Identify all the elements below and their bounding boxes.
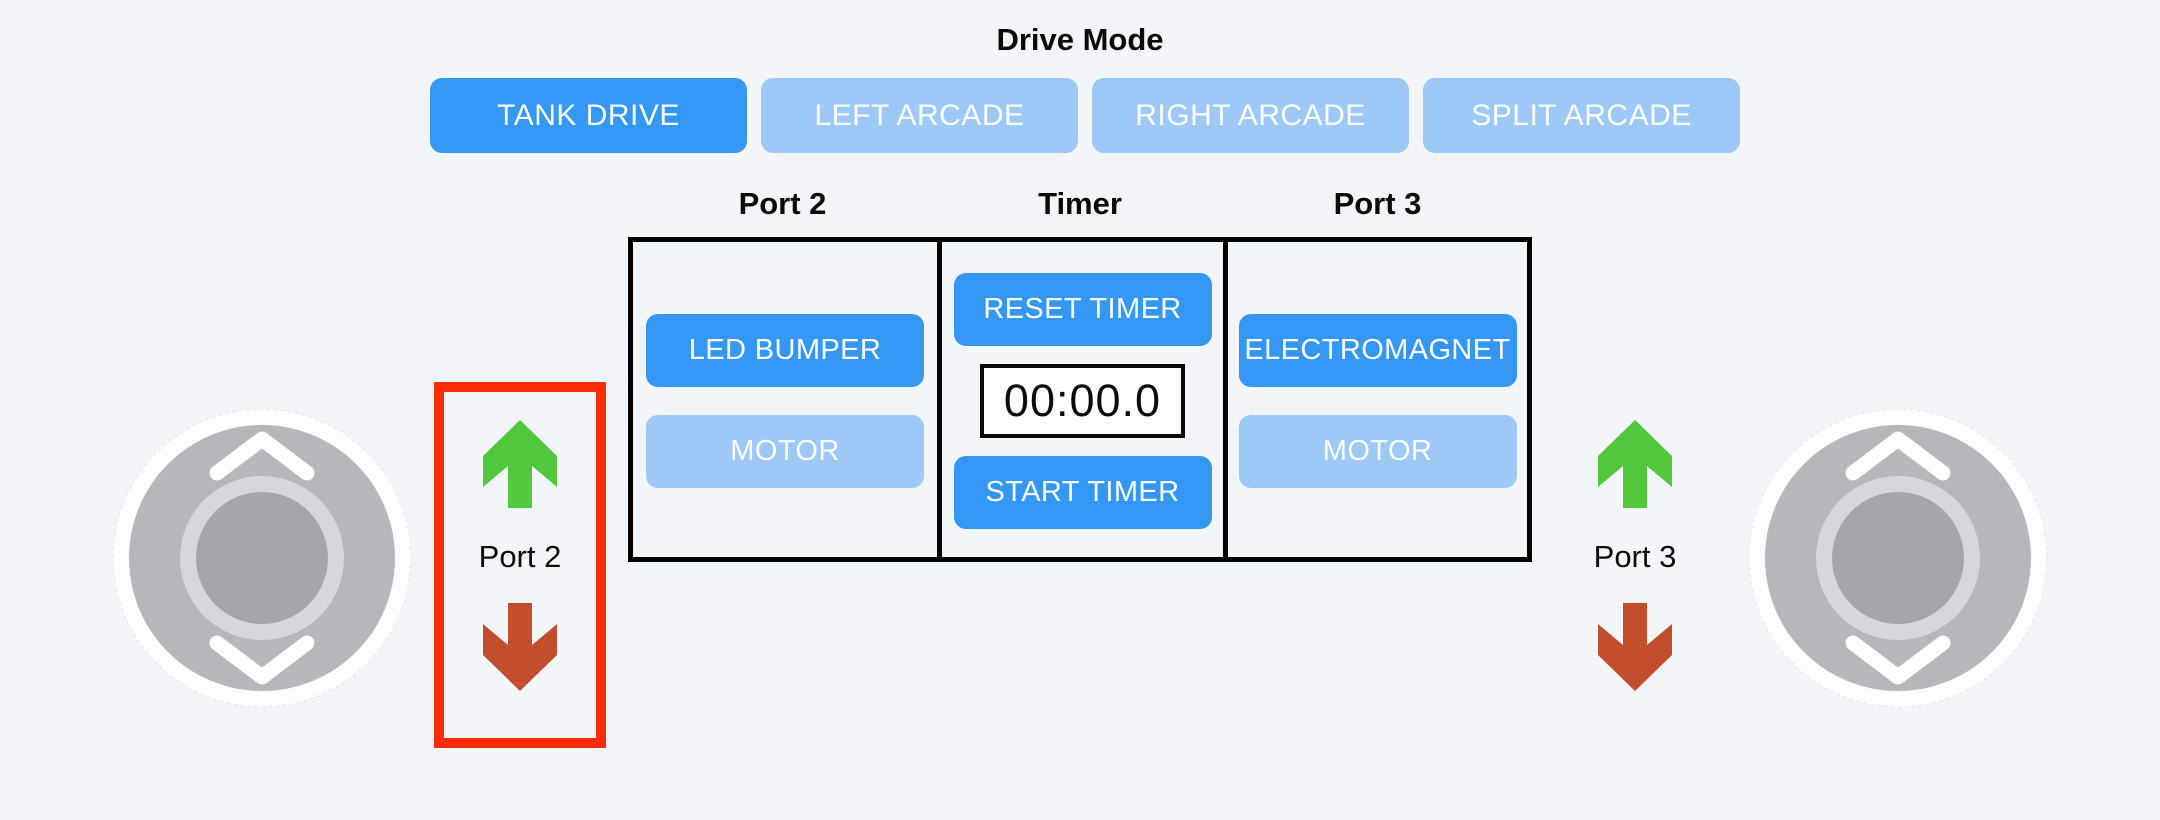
right-joystick[interactable] — [1748, 408, 2048, 708]
left-joystick-graphic — [112, 408, 412, 708]
panel-column-headers: Port 2 Timer Port 3 — [628, 186, 1532, 222]
port3-column-header: Port 3 — [1333, 186, 1422, 221]
right-joystick-graphic — [1748, 408, 2048, 708]
left-joystick[interactable] — [112, 408, 412, 708]
right-arcade-button[interactable]: RIGHT ARCADE — [1092, 78, 1409, 153]
timer-display: 00:00.0 — [980, 364, 1185, 438]
port3-control-group: Port 3 — [1549, 382, 1721, 748]
left-arcade-button[interactable]: LEFT ARCADE — [761, 78, 1078, 153]
joystick-knob[interactable] — [1832, 492, 1964, 624]
chevron-up-icon — [209, 431, 315, 481]
port2-label: Port 2 — [478, 539, 562, 574]
drive-mode-button-row: TANK DRIVE LEFT ARCADE RIGHT ARCADE SPLI… — [430, 78, 1740, 153]
split-arcade-button[interactable]: SPLIT ARCADE — [1423, 78, 1740, 153]
chevron-up-icon — [1845, 431, 1951, 481]
down-arrow-icon — [483, 603, 557, 691]
timer-column-header: Timer — [1038, 186, 1122, 221]
port3-down-button[interactable] — [1597, 603, 1673, 691]
up-arrow-icon — [1598, 420, 1672, 508]
chevron-down-icon — [1845, 635, 1951, 685]
tank-drive-button[interactable]: TANK DRIVE — [430, 78, 747, 153]
port3-label: Port 3 — [1593, 539, 1677, 574]
electromagnet-button[interactable]: ELECTROMAGNET — [1238, 314, 1517, 387]
down-arrow-icon — [1598, 603, 1672, 691]
control-table: LED BUMPER MOTOR RESET TIMER 00:00.0 STA… — [628, 237, 1532, 562]
up-arrow-icon — [483, 420, 557, 508]
chevron-down-icon — [209, 635, 315, 685]
port2-down-button[interactable] — [482, 603, 558, 691]
port2-motor-button[interactable]: MOTOR — [646, 415, 924, 488]
port2-selection-box: Port 2 — [434, 382, 606, 748]
start-timer-button[interactable]: START TIMER — [953, 456, 1212, 529]
port2-column: LED BUMPER MOTOR — [633, 242, 942, 557]
port2-up-button[interactable] — [482, 420, 558, 508]
port3-column: ELECTROMAGNET MOTOR — [1228, 242, 1527, 557]
port2-column-header: Port 2 — [738, 186, 827, 221]
port3-motor-button[interactable]: MOTOR — [1238, 415, 1517, 488]
drive-mode-title: Drive Mode — [996, 22, 1164, 57]
timer-column: RESET TIMER 00:00.0 START TIMER — [942, 242, 1228, 557]
reset-timer-button[interactable]: RESET TIMER — [953, 273, 1212, 346]
led-bumper-button[interactable]: LED BUMPER — [646, 314, 924, 387]
port3-up-button[interactable] — [1597, 420, 1673, 508]
joystick-knob[interactable] — [196, 492, 328, 624]
